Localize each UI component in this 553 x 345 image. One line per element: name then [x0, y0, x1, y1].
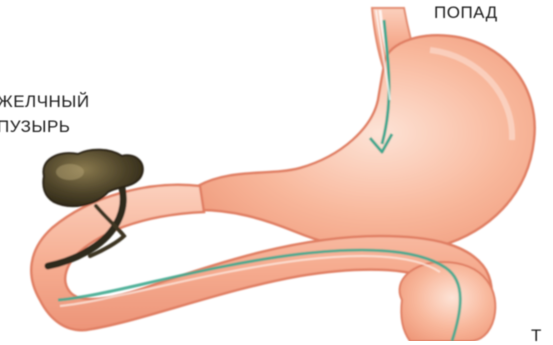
label-gallbladder-line2: ПУЗЫРЬ [0, 118, 70, 135]
label-gallbladder-line1: ЖЕЛЧНЫЙ [0, 93, 90, 110]
label-bottom-right: Т [531, 327, 542, 344]
intestine-lower [400, 262, 496, 341]
stomach [188, 35, 534, 251]
gallbladder-highlight [56, 164, 84, 180]
label-top-right: ПОПАД [434, 4, 498, 21]
